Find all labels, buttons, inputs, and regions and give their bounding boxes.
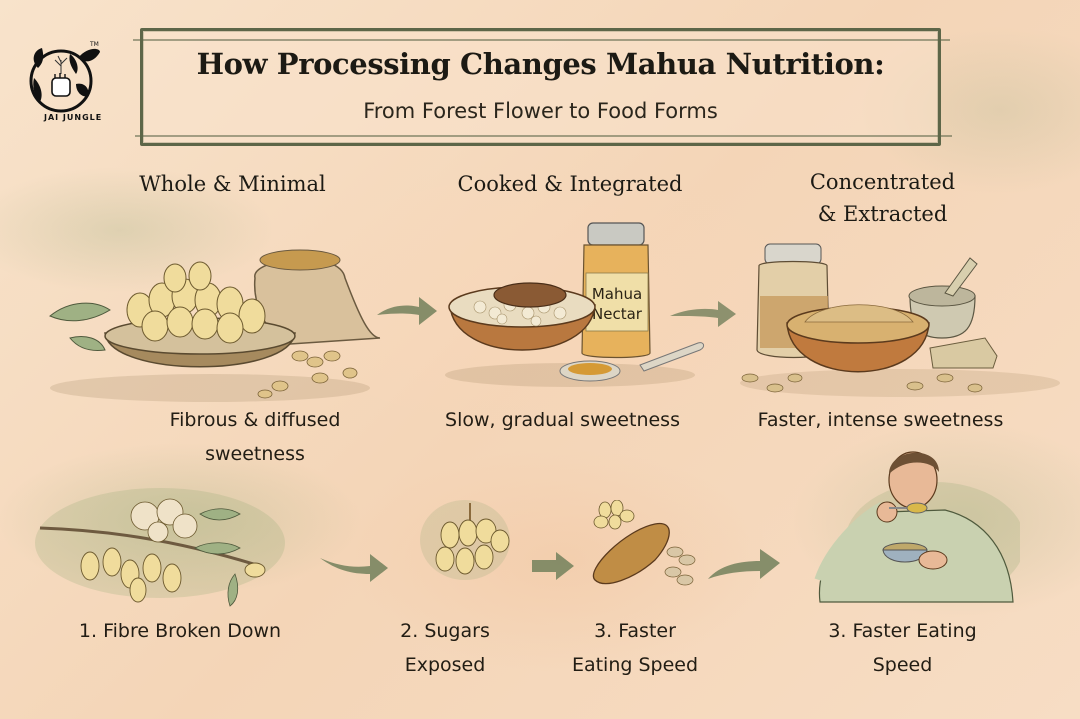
arrow-right-icon	[668, 298, 738, 335]
basket-of-mahua-flowers-illustration	[40, 238, 390, 408]
mahua-flower-cluster-illustration	[420, 495, 520, 585]
heading-cooked-integrated: Cooked & Integrated	[457, 172, 683, 196]
svg-text:TM: TM	[89, 41, 99, 48]
jar-label-nectar: Nectar	[592, 305, 643, 323]
mahua-branch-illustration	[30, 478, 290, 608]
step-3-label: 3. Faster Eating Speed	[571, 620, 699, 676]
step-2-label: 2. Sugars Exposed	[400, 620, 490, 676]
caption-whole-minimal: Fibrous & diffused sweetness	[169, 409, 341, 465]
concentrated-mahua-illustration	[735, 238, 1065, 403]
arrow-right-icon	[318, 548, 390, 589]
step-1-label: 1. Fibre Broken Down	[78, 620, 282, 642]
jar-label-mahua: Mahua	[592, 285, 642, 303]
page-subtitle: From Forest Flower to Food Forms	[363, 99, 718, 123]
step-4-label: 3. Faster Eating Speed	[828, 620, 977, 676]
heading-concentrated-extracted: Concentrated & Extracted	[809, 170, 956, 226]
cooked-mahua-bowl-illustration: Mahua Nectar	[440, 215, 710, 395]
man-eating-illustration	[805, 442, 1025, 607]
dried-mahua-pod-illustration	[585, 499, 700, 595]
globe-fist-sprout-icon: TM JAI JUNGLE	[29, 41, 102, 122]
arrow-right-icon	[706, 545, 782, 588]
arrow-right-icon	[530, 550, 576, 587]
caption-cooked-integrated: Slow, gradual sweetness	[445, 409, 680, 431]
page-title: How Processing Changes Mahua Nutrition:	[196, 47, 885, 81]
arrow-right-icon	[375, 293, 440, 334]
jai-jungle-logo: TM JAI JUNGLE	[20, 38, 106, 124]
caption-concentrated-extracted: Faster, intense sweetness	[757, 409, 1004, 431]
logo-text: JAI JUNGLE	[43, 113, 102, 122]
heading-whole-minimal: Whole & Minimal	[139, 172, 326, 196]
title-banner: How Processing Changes Mahua Nutrition: …	[133, 28, 952, 146]
